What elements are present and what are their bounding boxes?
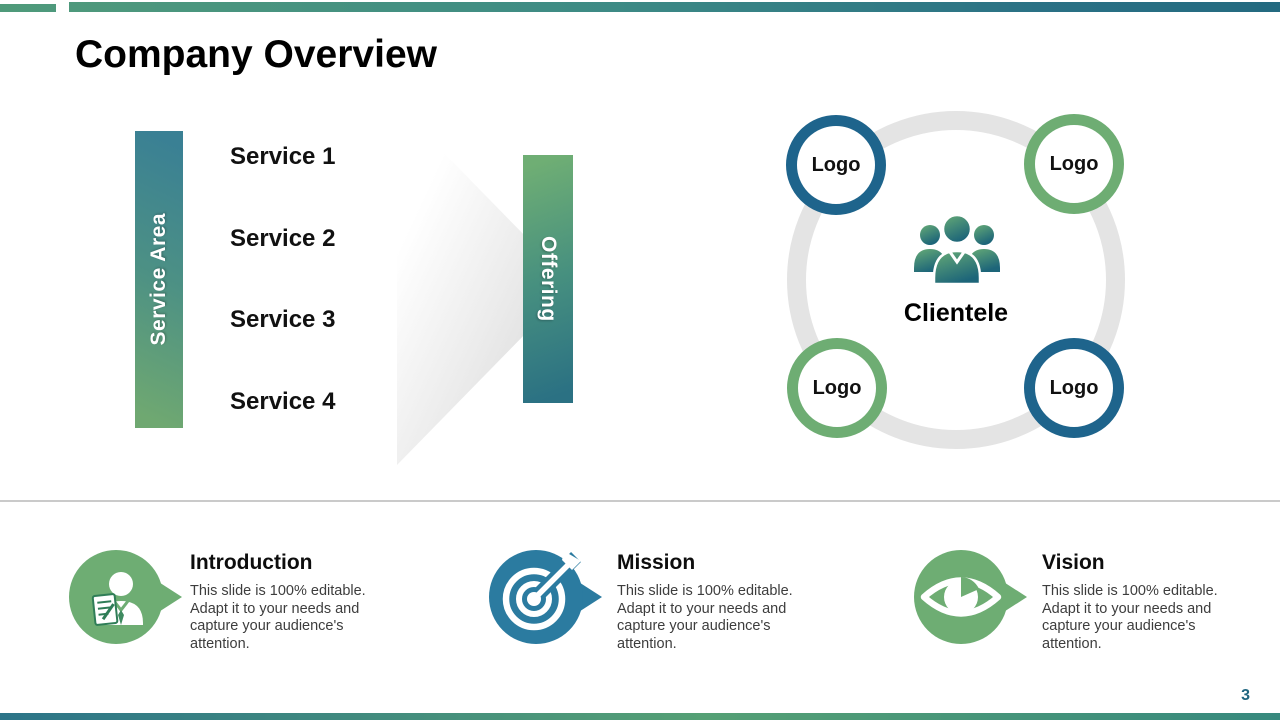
logo-label: Logo — [1049, 376, 1099, 399]
clientele-label: Clientele — [903, 299, 1009, 327]
service-item-1: Service 1 — [230, 143, 336, 170]
page-number: 3 — [1241, 687, 1250, 704]
logo-circle-bottom-right: Logo — [1024, 338, 1124, 438]
service-area-label: Service Area — [147, 213, 170, 346]
service-item-4: Service 4 — [230, 388, 336, 415]
vision-body: This slide is 100% editable. Adapt it to… — [1042, 583, 1218, 652]
service-item-3: Service 3 — [230, 306, 336, 333]
introduction-title: Introduction — [190, 551, 313, 574]
top-accent-bar-left — [0, 4, 56, 12]
logo-label: Logo — [1049, 152, 1099, 175]
logo-circle-top-left: Logo — [786, 115, 886, 215]
logo-label: Logo — [811, 153, 861, 176]
service-area-bar: Service Area — [135, 131, 183, 428]
mission-body: This slide is 100% editable. Adapt it to… — [617, 583, 793, 652]
bottom-accent-bar — [0, 713, 1280, 720]
offering-label: Offering — [537, 236, 560, 322]
page-title: Company Overview — [75, 33, 437, 76]
mission-title: Mission — [617, 551, 696, 574]
mission-target-dart-icon — [489, 550, 602, 644]
logo-circle-top-right: Logo — [1024, 114, 1124, 214]
introduction-body: This slide is 100% editable. Adapt it to… — [190, 583, 366, 652]
offering-bar: Offering — [523, 155, 573, 403]
people-group-icon — [914, 213, 1000, 286]
vision-eye-icon — [914, 550, 1027, 644]
introduction-person-document-icon — [69, 550, 182, 644]
service-item-2: Service 2 — [230, 225, 336, 252]
vision-title: Vision — [1042, 551, 1105, 574]
logo-label: Logo — [812, 376, 862, 399]
logo-circle-bottom-left: Logo — [787, 338, 887, 438]
section-divider — [0, 500, 1280, 502]
top-accent-bar — [69, 2, 1280, 12]
